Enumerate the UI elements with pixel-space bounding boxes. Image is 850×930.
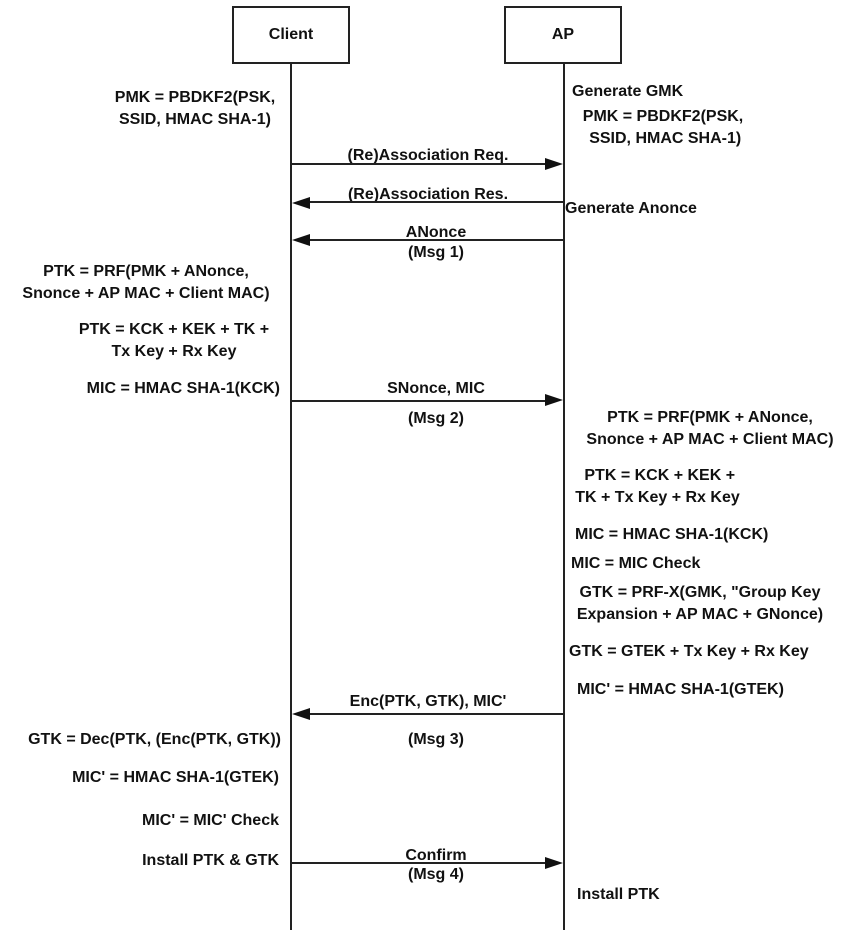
ap-note-gtk-components: GTK = GTEK + Tx Key + Rx Key	[569, 643, 809, 660]
client-note-ptk-components: PTK = KCK + KEK + TK + Tx Key + Rx Key	[78, 321, 270, 360]
client-note-gtk-dec: GTK = Dec(PTK, (Enc(PTK, GTK))	[28, 731, 281, 748]
client-note-ptk-prf: PTK = PRF(PMK + ANonce, Snonce + AP MAC …	[22, 263, 270, 302]
ap-note-generate-anonce: Generate Anonce	[565, 200, 697, 217]
ap-note-gtk-prf: GTK = PRF-X(GMK, "Group Key Expansion + …	[576, 584, 824, 623]
client-note-mic-prime: MIC' = HMAC SHA-1(GTEK)	[72, 769, 279, 786]
client-note-install: Install PTK & GTK	[142, 852, 279, 869]
client-lifeline	[290, 64, 292, 930]
ap-note-ptk-prf: PTK = PRF(PMK + ANonce, Snonce + AP MAC …	[586, 409, 834, 448]
ap-note-mic-check: MIC = MIC Check	[571, 555, 701, 572]
arrow-left-icon	[292, 708, 310, 720]
ap-note-pmk: PMK = PBDKF2(PSK, SSID, HMAC SHA-1)	[582, 108, 744, 147]
message-label: Confirm	[405, 847, 467, 864]
message-line	[291, 400, 545, 402]
message-line	[310, 201, 563, 203]
message-line	[291, 163, 545, 165]
actor-ap: AP	[504, 6, 622, 64]
message-label: SNonce, MIC	[387, 380, 485, 397]
client-note-mic-check: MIC' = MIC' Check	[142, 812, 279, 829]
ap-note-mic: MIC = HMAC SHA-1(KCK)	[575, 526, 769, 543]
actor-ap-label: AP	[551, 26, 575, 43]
ap-note-ptk-components: PTK = KCK + KEK + TK + Tx Key + Rx Key	[575, 467, 740, 506]
arrow-right-icon	[545, 857, 563, 869]
actor-client: Client	[232, 6, 350, 64]
message-label: (Re)Association Res.	[347, 186, 509, 203]
arrow-left-icon	[292, 234, 310, 246]
message-label: ANonce	[405, 224, 467, 241]
ap-note-install: Install PTK	[577, 886, 660, 903]
ap-note-mic-prime: MIC' = HMAC SHA-1(GTEK)	[577, 681, 784, 698]
message-sublabel: (Msg 3)	[408, 731, 464, 748]
client-note-pmk: PMK = PBDKF2(PSK, SSID, HMAC SHA-1)	[114, 89, 276, 128]
actor-client-label: Client	[268, 26, 314, 43]
message-line	[310, 713, 563, 715]
message-line	[291, 862, 545, 864]
message-label: Enc(PTK, GTK), MIC'	[349, 693, 507, 710]
ap-lifeline	[563, 64, 565, 930]
arrow-right-icon	[545, 394, 563, 406]
message-line	[310, 239, 563, 241]
message-sublabel: (Msg 1)	[408, 244, 464, 261]
arrow-right-icon	[545, 158, 563, 170]
ap-note-generate-gmk: Generate GMK	[572, 83, 684, 100]
message-label: (Re)Association Req.	[347, 147, 509, 164]
arrow-left-icon	[292, 197, 310, 209]
message-sublabel: (Msg 2)	[408, 410, 464, 427]
message-sublabel: (Msg 4)	[408, 866, 464, 883]
client-note-mic: MIC = HMAC SHA-1(KCK)	[86, 380, 280, 397]
